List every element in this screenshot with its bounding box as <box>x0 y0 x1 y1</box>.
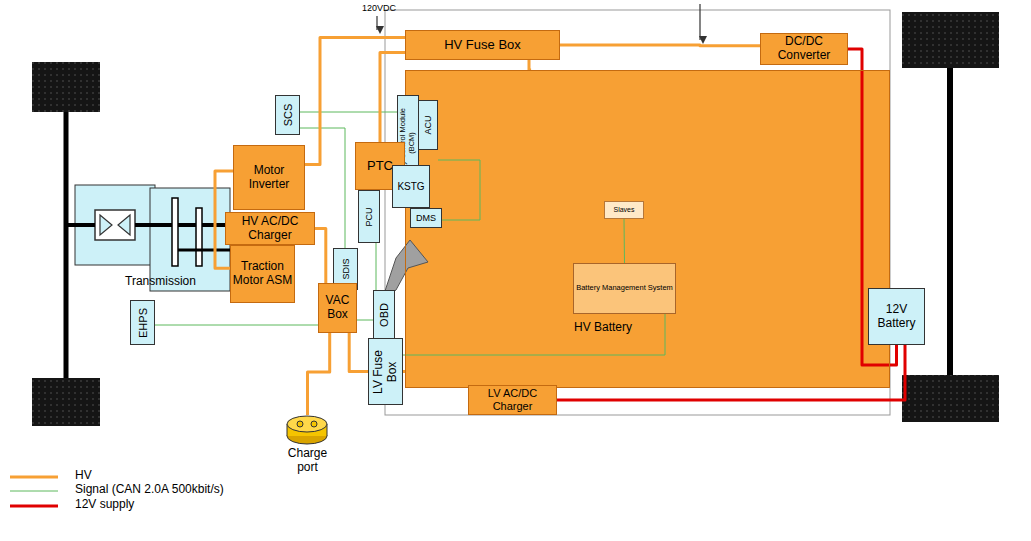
node-label: LV AC/DC Charger <box>470 387 555 412</box>
node-label: Charge port <box>280 447 335 475</box>
legend-sample <box>10 476 58 479</box>
hv-cable <box>308 333 330 415</box>
legend-text: Signal (CAN 2.0A 500kbit/s) <box>75 483 224 497</box>
node-label: 12V Battery <box>870 303 923 331</box>
hv-cable <box>560 44 760 48</box>
control-unit: DMS <box>410 208 442 228</box>
node-label: SCS <box>281 97 294 133</box>
legend-text: HV <box>75 469 92 483</box>
voltage-arrow <box>699 4 700 40</box>
node-label: HV Battery <box>574 321 632 335</box>
wheel <box>32 62 100 112</box>
hv-module: HV AC/DC Charger <box>225 212 315 245</box>
node-label: KSTG <box>397 181 424 193</box>
node-label: HV Fuse Box <box>444 38 521 53</box>
differential-icon <box>100 215 130 235</box>
control-unit: SCS <box>275 95 300 135</box>
node-label: ACU <box>423 102 433 148</box>
lv-fuse-box: LV Fuse Box <box>368 338 403 405</box>
node-label: Slaves <box>613 206 634 214</box>
node-label: Traction Motor ASM <box>232 260 293 288</box>
gear-shaft <box>178 249 230 252</box>
hv-module: DC/DC Converter <box>760 33 848 65</box>
charge-port: Charge port <box>285 415 330 477</box>
12v-supply-wire <box>557 345 905 400</box>
battery-slave: Slaves <box>604 201 644 219</box>
node-label: PTC <box>367 159 393 174</box>
control-unit: OBD <box>373 290 395 340</box>
hv-battery: HV Battery SlavesBattery Management Syste… <box>405 70 890 388</box>
transmission: Transmission <box>75 185 230 292</box>
node-label: Motor Inverter <box>235 164 303 192</box>
control-unit: KSTG <box>392 165 430 208</box>
drive-shaft <box>66 223 95 227</box>
can-signal-line <box>624 219 626 263</box>
node-label: DMS <box>416 213 436 223</box>
hv-fuse-box: HV Fuse Box <box>405 30 560 60</box>
vehicle-frame <box>385 10 890 415</box>
hv-module: VAC Box <box>318 283 357 333</box>
wheel <box>32 378 100 426</box>
hv-cable <box>529 60 531 70</box>
voltage-label: 120VDC <box>362 3 396 13</box>
traction-motor: Traction Motor ASM <box>230 245 295 303</box>
node-label: PCU <box>364 192 374 241</box>
node-label: HV AC/DC Charger <box>227 215 313 243</box>
node-label: DC/DC Converter <box>762 35 846 63</box>
node-label: VAC Box <box>320 294 355 322</box>
battery-management-box: Battery Management System <box>573 263 676 314</box>
node-label: Transmission <box>125 275 196 289</box>
front-axle <box>64 112 69 378</box>
voltage-arrow <box>376 16 377 30</box>
hv-cable <box>349 333 368 372</box>
hv-module: Motor Inverter <box>233 145 305 210</box>
control-unit: EHPS <box>130 300 155 345</box>
charge-port-icon <box>287 416 327 444</box>
wheel <box>902 12 999 68</box>
node-label: LV Fuse Box <box>372 340 400 403</box>
rear-axle <box>947 68 953 375</box>
control-unit: ACU <box>418 100 438 150</box>
battery-fill <box>405 70 890 388</box>
node-label: Battery Management System <box>576 284 673 293</box>
gear <box>172 198 178 266</box>
hv-cable <box>403 372 513 386</box>
legend-text: 12V supply <box>75 498 134 512</box>
hv-module: LV AC/DC Charger <box>468 385 557 415</box>
node-label: OBD <box>378 292 391 338</box>
gear <box>196 208 202 266</box>
node-label: EHPS <box>136 302 149 343</box>
legend-sample <box>10 505 58 508</box>
differential-icon <box>95 210 135 240</box>
wheel <box>902 375 999 422</box>
legend-sample <box>10 491 58 492</box>
control-unit: PCU <box>358 190 380 243</box>
lv-battery: 12V Battery <box>868 288 925 345</box>
hv-cable <box>315 229 326 284</box>
